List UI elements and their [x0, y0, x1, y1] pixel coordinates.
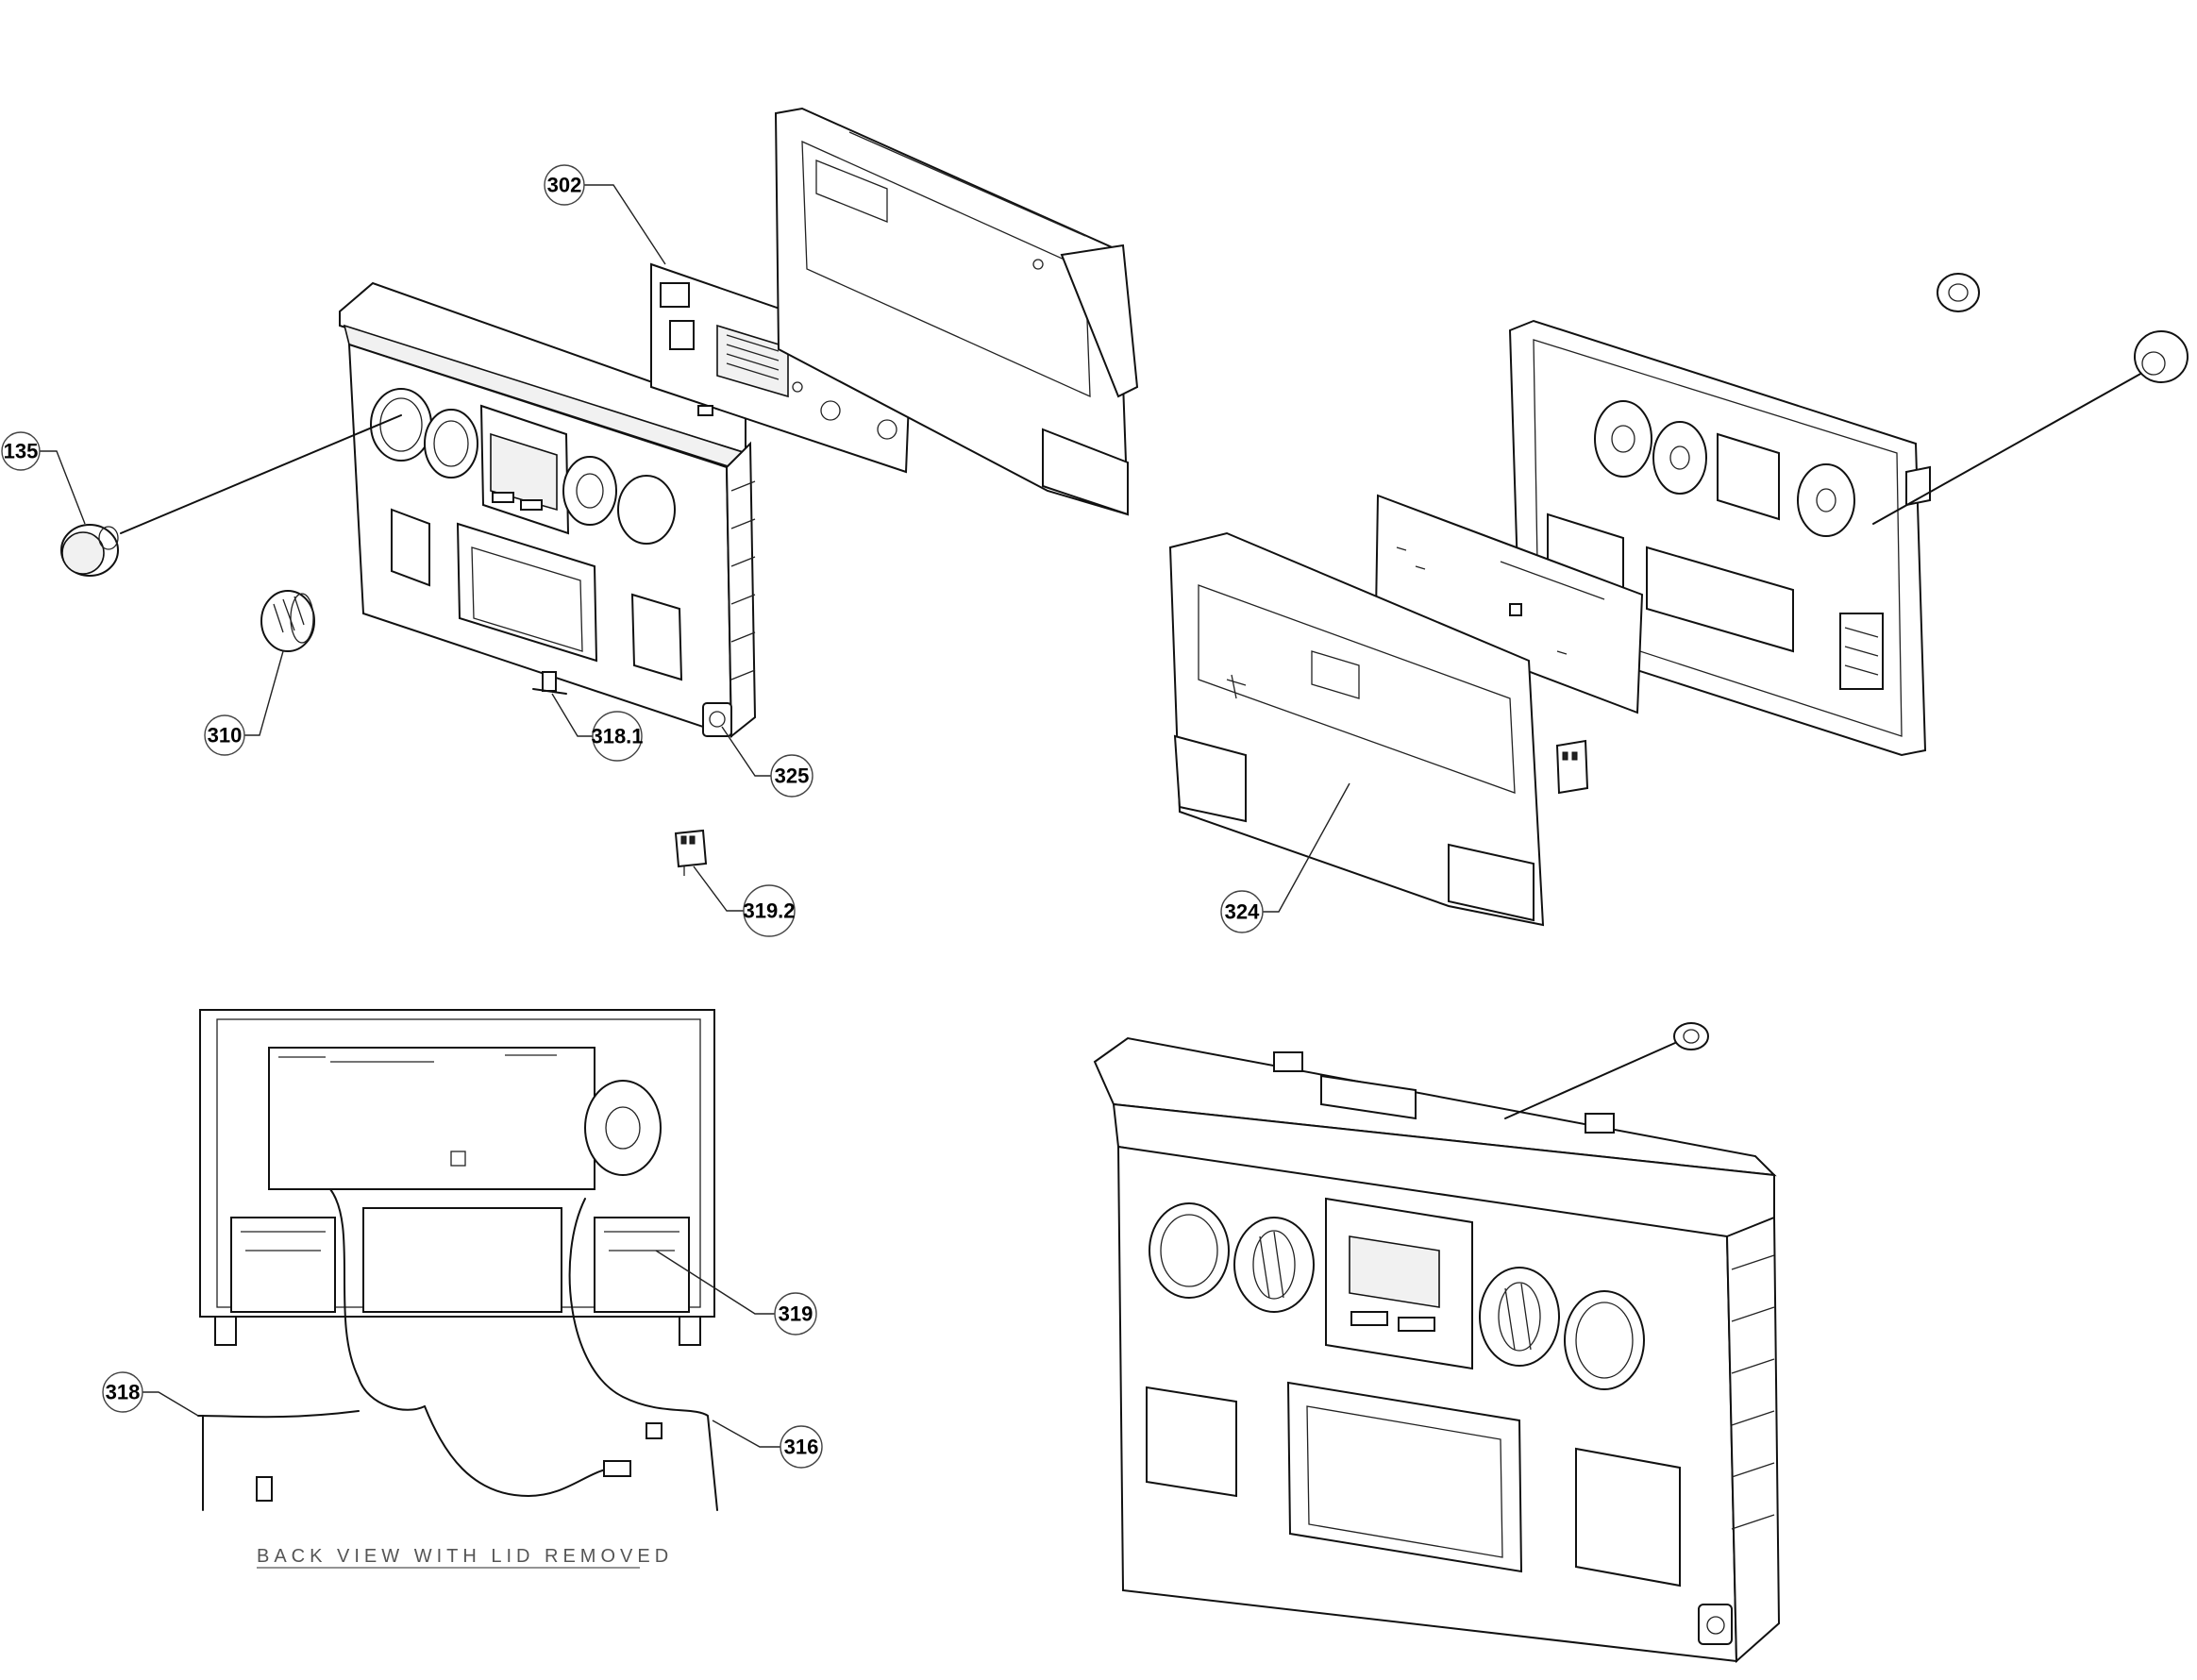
knob-rear-right — [1872, 330, 2189, 525]
knob-135 — [60, 414, 402, 577]
rear-housing-open — [1508, 319, 1931, 757]
callout-325-label: 325 — [775, 764, 810, 788]
callout-302: 302 — [544, 164, 666, 265]
pcb-302 — [650, 262, 913, 474]
callout-318-1-label: 318.1 — [591, 725, 643, 748]
callout-135-label: 135 — [4, 440, 39, 463]
callout-319-2: 319.2 — [693, 865, 796, 937]
clip-318-1 — [532, 671, 567, 695]
callout-302-label: 302 — [547, 174, 582, 197]
callout-319-label: 319 — [779, 1302, 813, 1326]
callout-325: 325 — [721, 726, 813, 798]
front-control-panel-housing — [339, 281, 757, 739]
callout-324: 324 — [1220, 782, 1350, 933]
callout-310: 310 — [204, 650, 284, 756]
callout-316: 316 — [712, 1420, 823, 1469]
callout-318-label: 318 — [106, 1381, 141, 1404]
assembled-front-housing — [1093, 1022, 1781, 1664]
callout-324-label: 324 — [1225, 900, 1260, 924]
callout-318: 318 — [102, 1371, 199, 1417]
back-view-caption: BACK VIEW WITH LID REMOVED — [257, 1546, 673, 1569]
knob-310 — [260, 590, 315, 652]
caption-text: BACK VIEW WITH LID REMOVED — [257, 1546, 673, 1567]
front-lid-panel — [1168, 531, 1545, 927]
callout-310-label: 310 — [208, 724, 243, 748]
pcb-rear — [1374, 494, 1644, 714]
connector-319-2 — [674, 829, 708, 876]
knob-rear-top — [1937, 273, 1980, 312]
callout-316-label: 316 — [784, 1436, 819, 1459]
callout-319: 319 — [655, 1250, 817, 1336]
callout-135: 135 — [1, 431, 86, 525]
connector-rear — [1555, 739, 1589, 795]
rear-lid-panel — [774, 107, 1139, 516]
callout-318-1: 318.1 — [551, 693, 644, 762]
callout-319-2-label: 319.2 — [743, 899, 795, 923]
back-view-assembly — [197, 1009, 718, 1511]
